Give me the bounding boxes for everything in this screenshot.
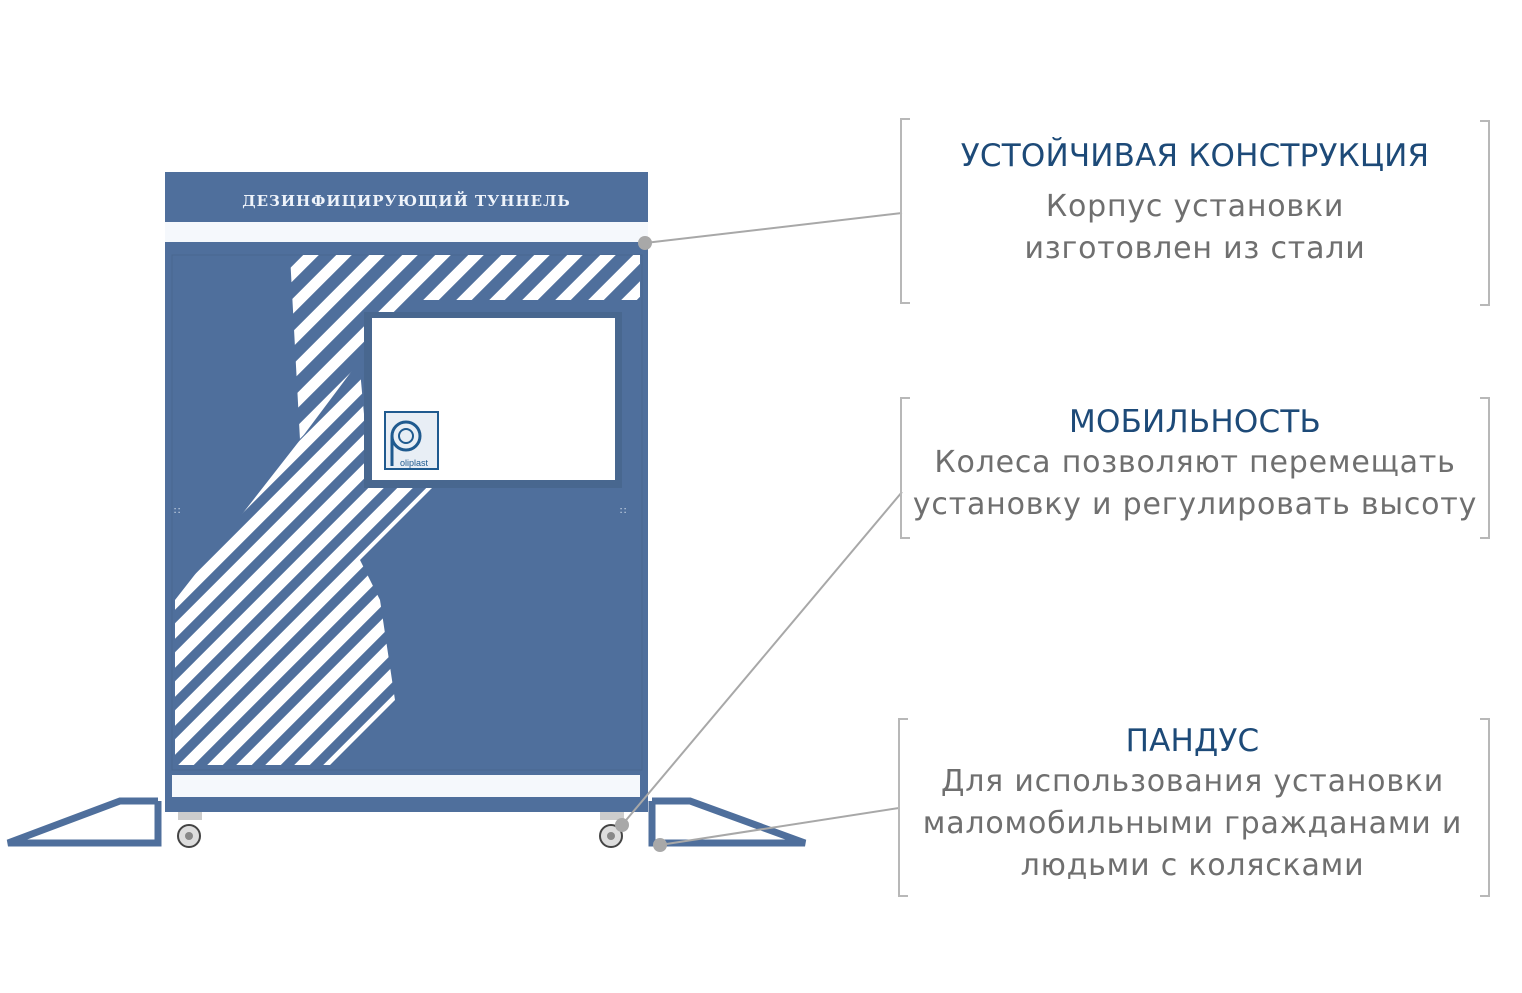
svg-text:∷: ∷ xyxy=(174,506,180,517)
bottom-light-band xyxy=(172,775,640,797)
stripe xyxy=(290,255,396,440)
tunnel-header-label: ДЕЗИНФИЦИРУЮЩИЙ ТУННЕЛЬ xyxy=(242,192,571,210)
callout-line: установку и регулировать высоту xyxy=(912,487,1478,522)
leader-lines xyxy=(621,212,903,846)
callout-ramp: ПАНДУС Для использования установки малом… xyxy=(900,721,1485,887)
stripe xyxy=(175,370,440,765)
stripe xyxy=(175,370,440,765)
callout-stability: УСТОЙЧИВАЯ КОНСТРУКЦИЯ Корпус установки … xyxy=(912,136,1478,270)
callout-title: УСТОЙЧИВАЯ КОНСТРУКЦИЯ xyxy=(960,138,1430,174)
stripe xyxy=(175,370,440,765)
header-light-band xyxy=(165,222,648,242)
svg-text:∷: ∷ xyxy=(620,506,626,517)
callout-title: МОБИЛЬНОСТЬ xyxy=(1069,404,1321,440)
stripe xyxy=(175,370,440,765)
stripe xyxy=(290,255,429,440)
callout-title: ПАНДУС xyxy=(1125,723,1260,759)
callout-line: изготовлен из стали xyxy=(1024,231,1366,266)
stripe xyxy=(176,370,440,765)
right-ramp xyxy=(648,797,807,847)
callout-mobility: МОБИЛЬНОСТЬ Колеса позволяют перемещать … xyxy=(900,402,1490,526)
left-ramp xyxy=(6,797,162,847)
right-wheel xyxy=(599,812,624,848)
callout-line: маломобильными гражданами и xyxy=(922,806,1463,841)
stripe xyxy=(263,370,440,765)
callout-line: людьми с колясками xyxy=(1020,848,1365,883)
stripe xyxy=(175,370,440,765)
tunnel-header-panel xyxy=(165,172,648,224)
svg-text:oliplast: oliplast xyxy=(400,458,429,468)
callout-line: Колеса позволяют перемещать xyxy=(934,445,1456,480)
callout-line: Для использования установки xyxy=(940,764,1445,799)
left-wheel xyxy=(177,812,202,848)
stripe xyxy=(175,370,193,765)
stripe xyxy=(205,370,440,765)
stripe xyxy=(234,370,440,765)
poliplast-logo: oliplast xyxy=(384,411,439,470)
callout-line: Корпус установки xyxy=(1045,189,1345,224)
stripe xyxy=(0,240,160,800)
